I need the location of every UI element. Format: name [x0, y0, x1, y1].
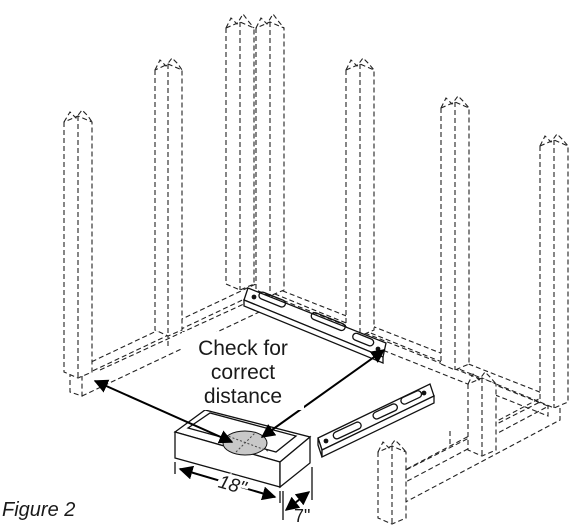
post-back-mid [345, 57, 375, 337]
dimension-length [174, 462, 281, 503]
post-short-mid [467, 371, 497, 457]
callout-line-1: Check for [198, 337, 288, 360]
post-back-right [440, 95, 470, 371]
post-mid-left [154, 57, 183, 337]
spirit-level-floor [317, 383, 435, 459]
post-far-right [539, 133, 569, 409]
measure-arrow-left [93, 379, 234, 444]
post-front-right [377, 439, 407, 525]
footing-box [173, 409, 312, 489]
callout-check-distance: Check for correct distance [182, 332, 304, 410]
post-back-left-b [255, 13, 285, 297]
figure-caption: Figure 2 [2, 499, 75, 521]
measure-arrow-right [260, 349, 386, 438]
post-front-left [63, 109, 93, 379]
dimension-width [282, 467, 313, 520]
post-back-left-a [225, 13, 255, 291]
spirit-level-back [243, 287, 387, 364]
callout-line-3: distance [204, 385, 282, 408]
dimension-width-label: 7" [294, 506, 310, 526]
callout-line-2: correct [211, 361, 275, 384]
